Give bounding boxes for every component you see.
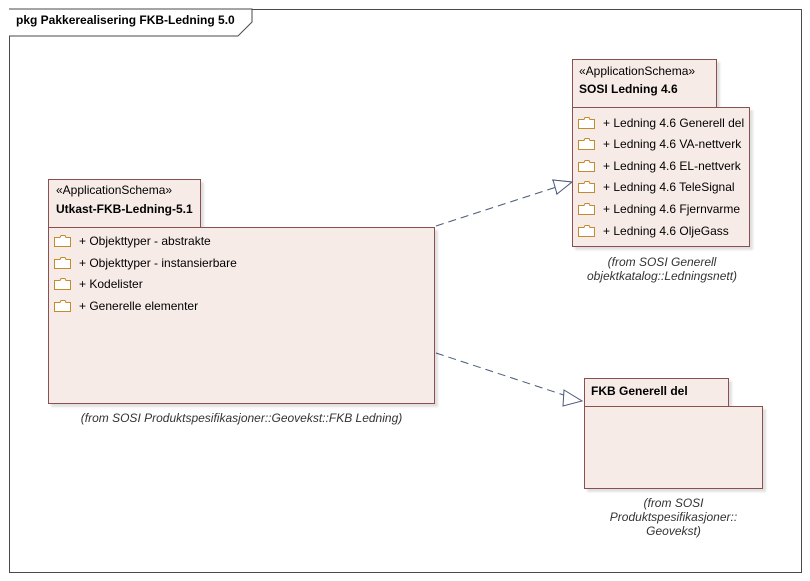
from-note-line: Geovekst) [646,524,701,538]
folder-icon [578,160,595,172]
package-body-utkast[interactable] [48,227,435,404]
dependency-line-to-fkb [435,352,583,402]
package-name: Utkast-FKB-Ledning-5.1 [56,202,193,216]
package-item[interactable]: + Ledning 4.6 VA-nettverk [578,137,741,151]
from-note-line: objektkatalog::Ledningsnett) [586,269,738,283]
package-item-label: + Objekttyper - abstrakte [79,234,211,248]
package-name: SOSI Ledning 4.6 [579,82,678,96]
package-body-sosi[interactable] [572,107,750,247]
package-item-label: + Generelle elementer [79,299,199,313]
folder-icon [578,203,595,215]
package-item-label: + Ledning 4.6 VA-nettverk [603,137,742,151]
folder-icon [578,225,595,237]
dependency-line-to-sosi [435,181,573,227]
package-item[interactable]: + Ledning 4.6 OljeGass [578,224,729,238]
from-note-line: Produktspesifikasjoner:: [609,510,738,524]
package-tab-fkb[interactable] [584,378,729,408]
arrowhead-to-fkb [562,389,584,407]
package-item[interactable]: + Objekttyper - abstrakte [54,234,211,248]
package-item[interactable]: + Ledning 4.6 Generell del [578,116,744,130]
folder-icon [578,138,595,150]
frame-title: pkg Pakkerealisering FKB-Ledning 5.0 [16,13,235,27]
package-item[interactable]: + Generelle elementer [54,299,198,313]
package-from-note: (from SOSI Produktspesifikasjoner:: Geov… [584,496,763,538]
arrowhead-to-sosi-fill [552,179,574,195]
folder-icon [54,278,71,290]
package-item-label: + Objekttyper - instansierbare [79,256,237,270]
package-item[interactable]: + Ledning 4.6 TeleSignal [578,180,735,194]
package-item[interactable]: + Objekttyper - instansierbare [54,256,237,270]
folder-icon [54,257,71,269]
package-from-note: (from SOSI Produktspesifikasjoner::Geove… [80,411,403,425]
package-item[interactable]: + Ledning 4.6 EL-nettverk [578,159,741,173]
from-note-line: (from SOSI [643,496,704,510]
package-item[interactable]: + Ledning 4.6 Fjernvarme [578,202,740,216]
from-note-line: (from SOSI Generell [607,255,717,269]
package-stereotype: «ApplicationSchema» [579,64,696,78]
package-item-label: + Ledning 4.6 Generell del [603,116,745,130]
package-body-fkb[interactable] [584,406,763,489]
package-item-label: + Ledning 4.6 EL-nettverk [603,159,741,173]
package-item[interactable]: + Kodelister [54,277,143,291]
folder-icon [54,235,71,247]
package-item-label: + Ledning 4.6 OljeGass [603,224,729,238]
package-item-label: + Kodelister [79,277,143,291]
package-item-label: + Ledning 4.6 TeleSignal [603,180,735,194]
frame-title-tab [9,8,253,37]
folder-icon [578,181,595,193]
diagram-frame [9,9,802,573]
package-tab-sosi[interactable] [572,59,717,109]
folder-icon [578,117,595,129]
package-from-note: (from SOSI Generell objektkatalog::Ledni… [572,255,752,283]
package-item-label: + Ledning 4.6 Fjernvarme [603,202,741,216]
folder-icon [54,300,71,312]
package-tab-utkast[interactable] [48,179,201,229]
package-name: FKB Generell del [591,384,688,398]
package-stereotype: «ApplicationSchema» [56,183,173,197]
